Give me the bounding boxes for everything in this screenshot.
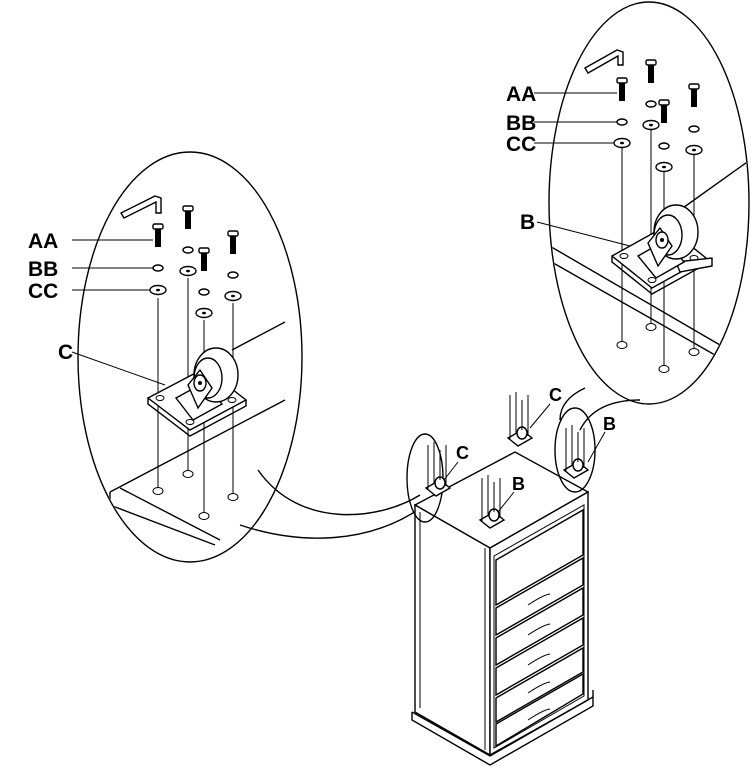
callout-ring-right <box>554 407 596 493</box>
caster-b-icon <box>610 204 713 295</box>
mini-caster-c-front <box>424 442 452 497</box>
label-caster-b: B <box>520 211 535 234</box>
cabinet: C B C B <box>406 385 616 766</box>
label-cabinet-b-right: B <box>603 414 616 434</box>
drawer-stack <box>495 508 584 748</box>
label-cc-right: CC <box>506 133 536 156</box>
allen-key-icon <box>120 195 162 219</box>
cabinet-left-side <box>414 503 491 757</box>
caster-c-icon <box>146 347 248 437</box>
label-cabinet-c-back: C <box>549 385 562 405</box>
bolt-aa-icon <box>152 223 164 247</box>
mini-caster-b-right <box>562 425 590 479</box>
lock-washer-bb-icon <box>152 264 164 272</box>
label-aa-right: AA <box>506 83 536 106</box>
label-cc: CC <box>28 280 58 303</box>
right-callout: AA BB CC B <box>506 1 750 405</box>
mini-caster-c-back <box>506 392 534 447</box>
label-caster-c: C <box>58 341 73 364</box>
label-cabinet-c-front: C <box>456 443 469 463</box>
label-cabinet-b-front: B <box>512 474 525 494</box>
label-bb: BB <box>28 258 58 281</box>
label-aa: AA <box>28 230 58 253</box>
mini-caster-b-front <box>478 475 506 529</box>
label-bb-right: BB <box>506 112 536 135</box>
left-callout: AA BB CC C <box>28 151 303 563</box>
